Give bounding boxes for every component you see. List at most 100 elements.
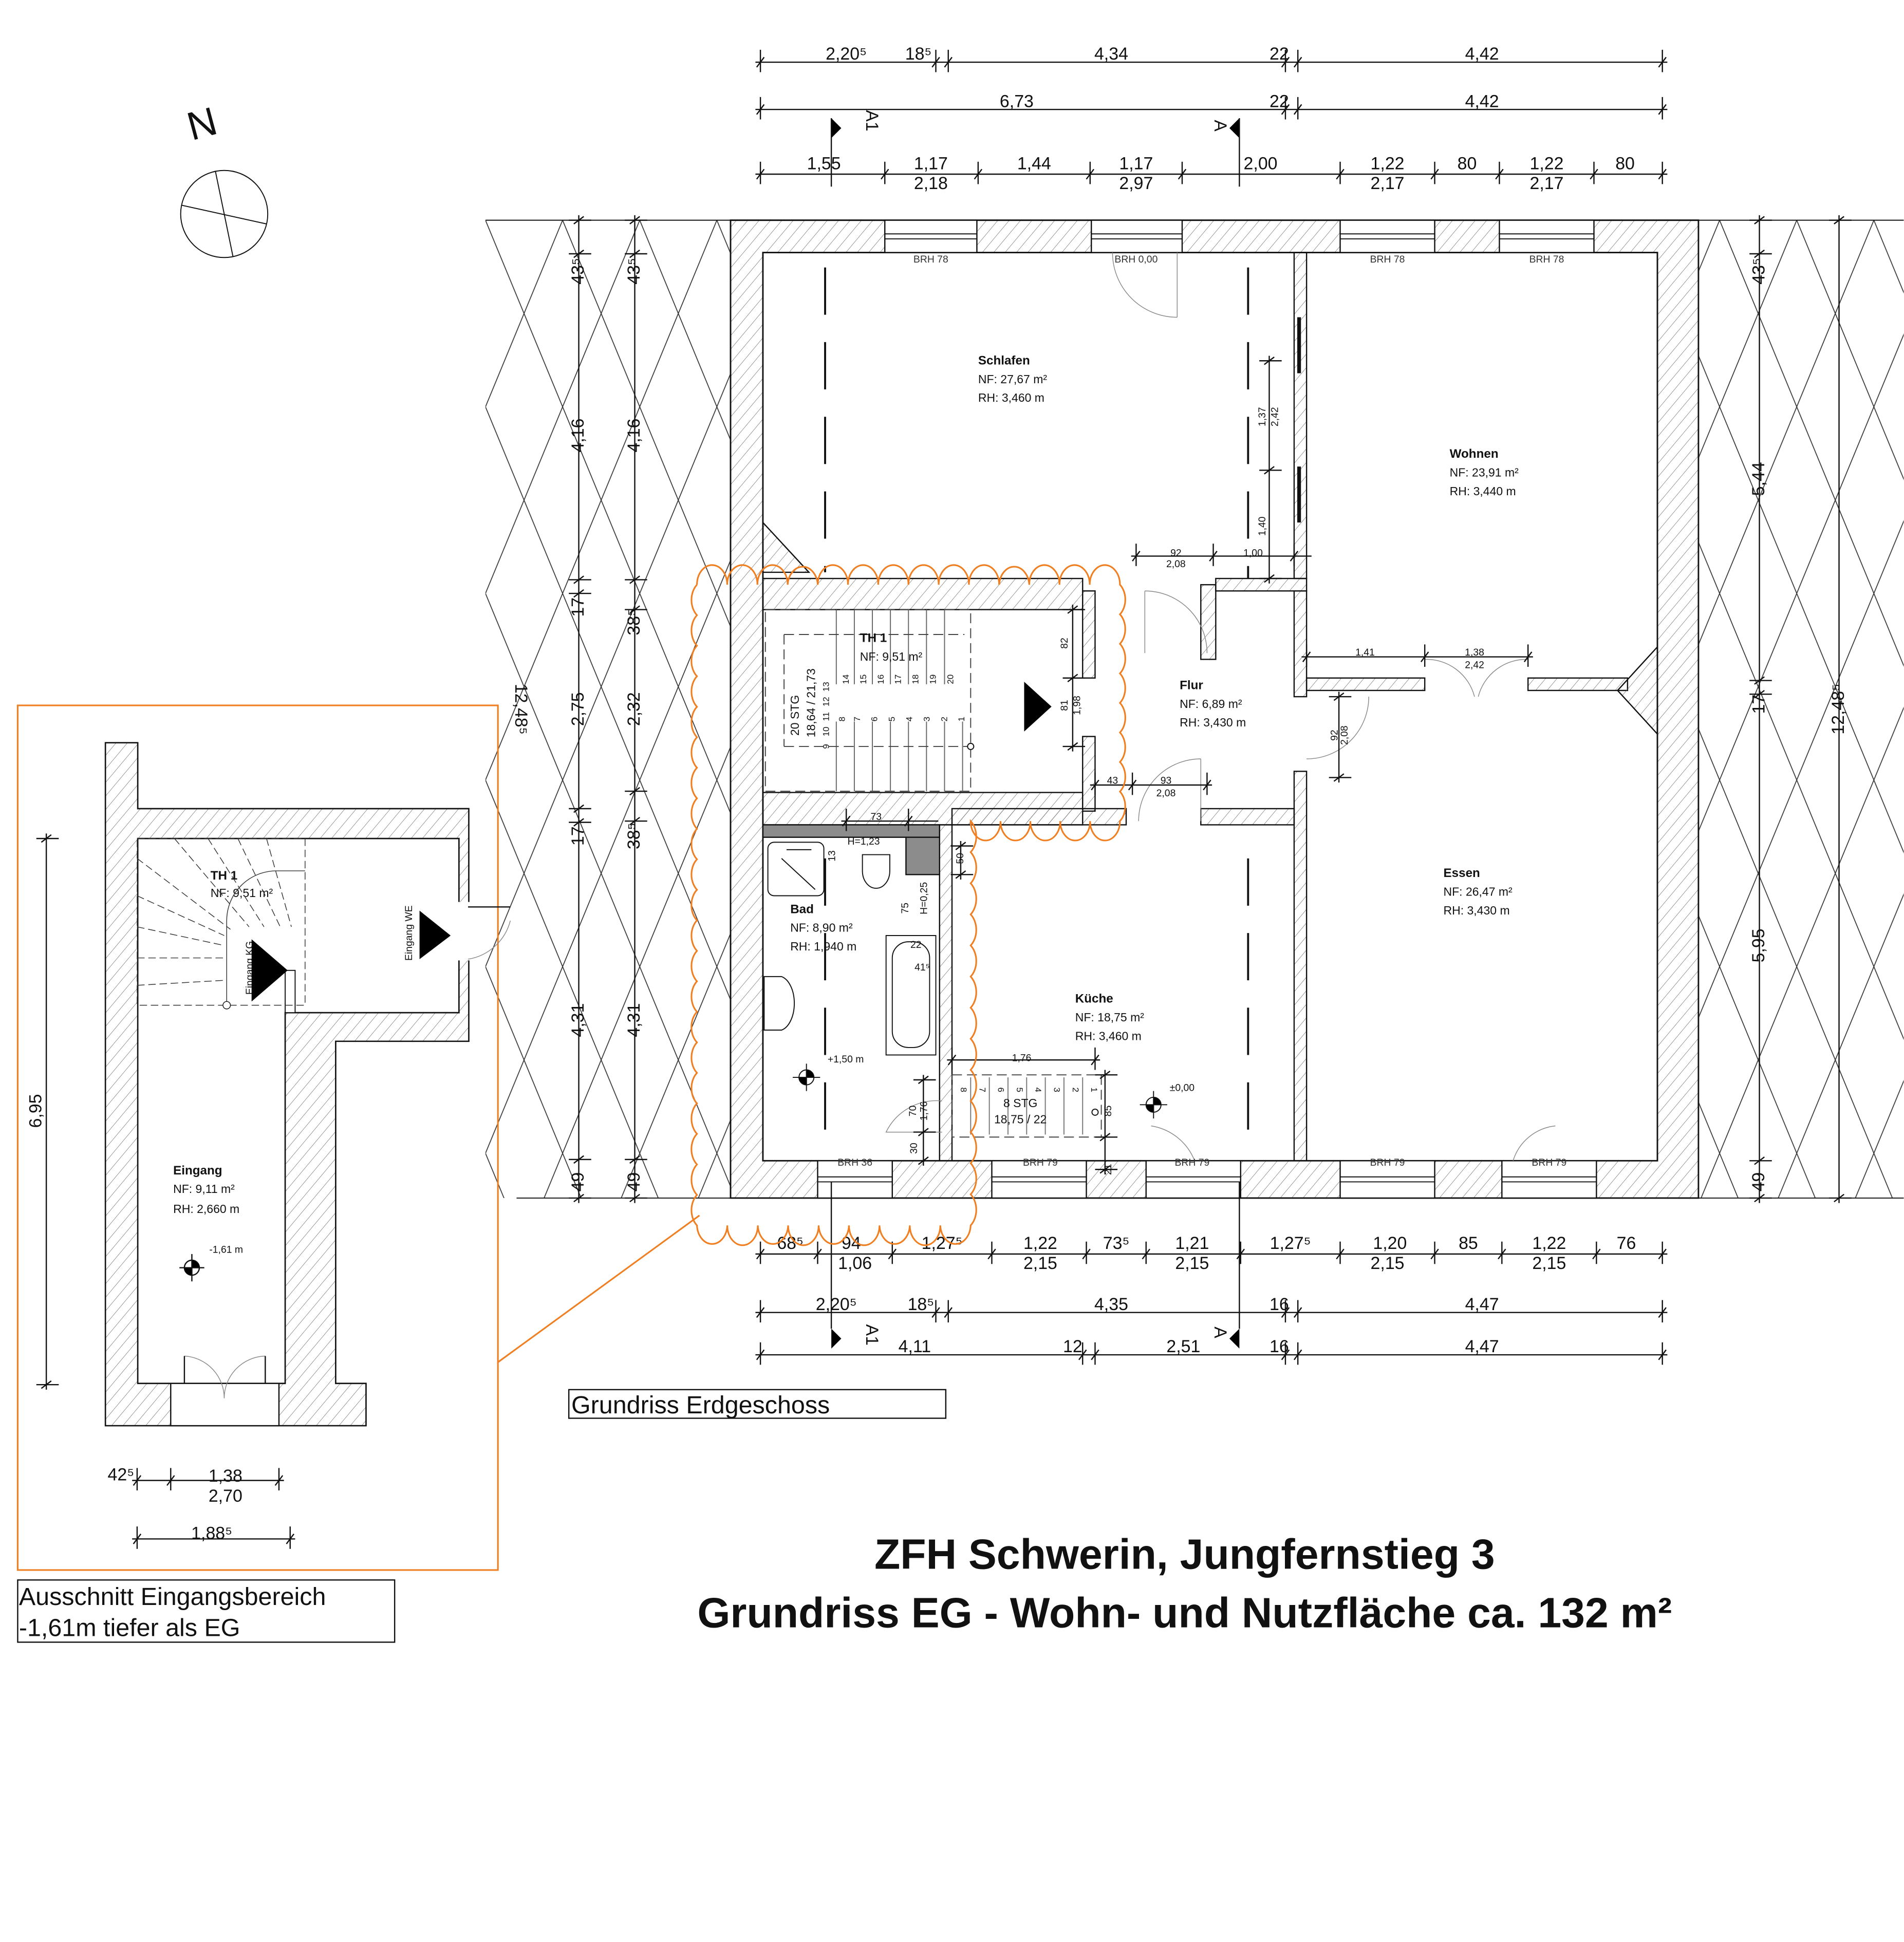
sill-height-label: BRH 36 — [837, 1157, 872, 1168]
section-marker-icon — [1229, 118, 1240, 138]
dimension-label: 4,34 — [1094, 44, 1128, 64]
north-label: N — [182, 99, 221, 149]
inset-plan — [104, 742, 511, 1427]
dimension-label: 4,31 — [624, 1003, 644, 1037]
room-name: Küche — [1075, 992, 1113, 1006]
dimension-label: 4,31 — [568, 1003, 588, 1037]
dimension-label: 2,42 — [1465, 659, 1484, 670]
dimension-label: 2,51 — [1166, 1337, 1200, 1356]
dimension-label: 12 — [1063, 1337, 1082, 1356]
stair-step-number: 7 — [977, 1088, 987, 1092]
dimension-label: 43⁵ — [568, 258, 588, 285]
room-name: Essen — [1444, 866, 1480, 880]
plan-label-box — [568, 1389, 947, 1419]
inset-label-box — [17, 1579, 396, 1643]
stair-step-number: 3 — [922, 717, 931, 721]
stair-step-number: 10 — [821, 726, 831, 736]
dimension-label: 80 — [1458, 154, 1477, 173]
inset-room-height: RH: 2,660 m — [173, 1202, 239, 1216]
room-height: RH: 3,460 m — [1075, 1029, 1142, 1042]
dimension-label: 1,06 — [838, 1254, 872, 1273]
dimension-label: 21 — [1103, 1164, 1114, 1175]
inset-room-name: Eingang — [173, 1164, 222, 1178]
dimension-label: 16 — [1270, 1295, 1289, 1314]
stair-step-number: 8 — [837, 717, 847, 721]
stair-step-number: 5 — [887, 717, 897, 721]
room-area: NF: 6,89 m² — [1180, 697, 1242, 711]
room-height: RH: 3,460 m — [978, 391, 1044, 404]
dimension-label: 4,16 — [568, 419, 588, 453]
room-height: RH: 3,430 m — [1180, 716, 1246, 729]
neighbor-building-left — [485, 220, 731, 1198]
dimension-label: 76 — [1617, 1234, 1636, 1253]
dimension-label: 1,21 — [1175, 1234, 1209, 1253]
inset-level-label: -1,61 m — [209, 1244, 243, 1255]
page-subtitle: Grundriss EG - Wohn- und Nutzfläche ca. … — [697, 1589, 1672, 1636]
dimension-label: 80 — [1615, 154, 1635, 173]
room-name: Wohnen — [1450, 447, 1499, 461]
dimension-label: 13 — [826, 850, 837, 862]
revision-cloud — [690, 564, 1126, 1246]
inset-frame — [16, 704, 499, 1571]
north-arrow — [180, 170, 269, 258]
room-area: NF: 9,51 m² — [860, 650, 923, 663]
room-area: NF: 18,75 m² — [1075, 1011, 1145, 1024]
dimension-label: 2,18 — [914, 174, 948, 193]
sill-height-label: BRH 79 — [1023, 1157, 1058, 1168]
dimension-label: 1,76 — [919, 1101, 930, 1121]
entrance-we-arrow-icon — [419, 910, 451, 959]
level-label: +1,50 m — [828, 1054, 864, 1065]
dimension-label: 17 — [1749, 695, 1768, 714]
dimension-label: 18⁵ — [905, 44, 932, 64]
entrance-label: Eingang WE — [403, 905, 415, 961]
dimension-label: 49 — [568, 1172, 588, 1192]
dimension-label: 38⁵ — [624, 823, 644, 849]
room-name: Bad — [790, 902, 814, 916]
dimension-label: 1,17 — [1119, 154, 1153, 173]
stair-step-number: 1 — [957, 717, 966, 721]
dimension-label: 22 — [1270, 91, 1289, 111]
dimension-label: 6,73 — [1000, 91, 1034, 111]
room-height: RH: 3,440 m — [1450, 484, 1516, 498]
inset-label: Ausschnitt Eingangsbereich — [19, 1583, 326, 1611]
stair-step-number: 18 — [911, 675, 921, 684]
dimension-label: 1,76 — [1012, 1053, 1032, 1064]
stair-step-number: 19 — [928, 675, 938, 684]
room-height: RH: 3,430 m — [1444, 904, 1510, 917]
sill-height-label: BRH 78 — [1370, 254, 1405, 265]
dimension-label: 2,20⁵ — [816, 1295, 857, 1314]
dimension-label: 5,44 — [1749, 462, 1768, 496]
level-label: ±0,00 — [1170, 1082, 1195, 1094]
stair-ratio: 18,64 / 21,73 — [805, 668, 818, 737]
dimension-label: 43⁵ — [1749, 258, 1768, 285]
dimension-label: 1,22 — [1371, 154, 1405, 173]
entrance-arrow-icon — [1024, 681, 1052, 732]
room-area: NF: 8,90 m² — [790, 921, 853, 935]
dimension-label: 85 — [1459, 1234, 1478, 1253]
dimension-label: 4,16 — [624, 419, 644, 453]
dimension-label: 1,22 — [1023, 1234, 1057, 1253]
section-label: A1 — [862, 1324, 882, 1346]
inset-leader-line — [497, 1215, 700, 1363]
page-title: ZFH Schwerin, Jungfernstieg 3 — [874, 1531, 1495, 1578]
sill-height-label: BRH 79 — [1370, 1157, 1405, 1168]
dimension-label: 22 — [1270, 44, 1289, 64]
stair-step-number: 11 — [821, 712, 831, 721]
dimension-label: 4,11 — [899, 1337, 931, 1356]
dimension-label: 93 — [1161, 775, 1172, 787]
dimension-label: 2,20⁵ — [826, 44, 867, 64]
dimension-label: 12,48⁵ — [1828, 684, 1848, 735]
dimension-label: 1,27⁵ — [1270, 1234, 1311, 1253]
dimension-label: 2,15 — [1023, 1254, 1057, 1273]
dimension-label: 2,00 — [1244, 154, 1278, 173]
sill-height-label: BRH 78 — [1529, 254, 1564, 265]
dimension-label: 2,75 — [568, 692, 588, 726]
dimension-label: 16 — [1270, 1337, 1289, 1356]
dimension-label: 17 — [568, 597, 588, 617]
dimension-label: 17 — [568, 826, 588, 846]
dimension-label: 73 — [871, 811, 882, 823]
stair-step-number: 9 — [821, 744, 831, 749]
stair-step-number: 7 — [852, 717, 862, 721]
dimension-label: 1,00 — [1243, 547, 1263, 558]
